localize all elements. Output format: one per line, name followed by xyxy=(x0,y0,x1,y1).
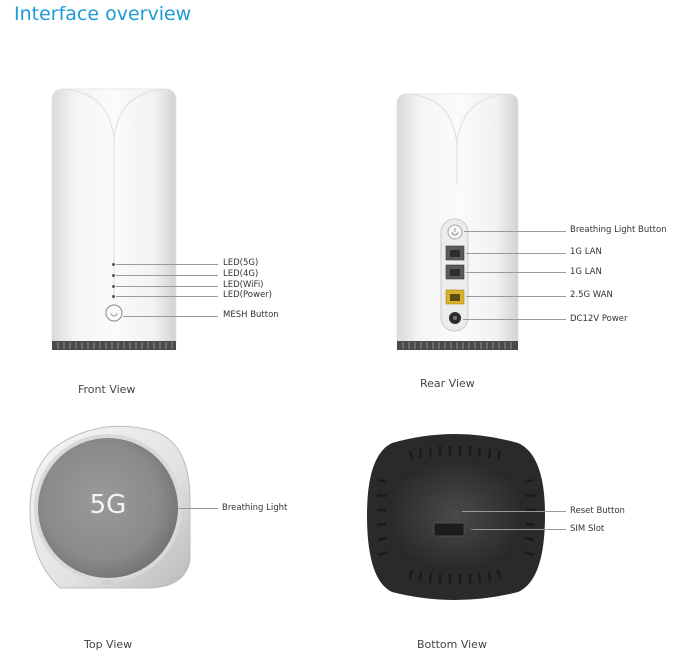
sim-slot-pointer xyxy=(470,528,473,531)
leader-line xyxy=(466,253,566,254)
top-view-caption: Top View xyxy=(84,638,133,651)
led-4g-indicator xyxy=(112,274,115,277)
led-5g-indicator xyxy=(112,263,115,266)
leader-line xyxy=(464,231,566,232)
leader-line xyxy=(463,319,566,320)
leader-line xyxy=(116,264,218,265)
label-led-power: LED(Power) xyxy=(223,290,272,300)
leader-line xyxy=(472,529,566,530)
top-view-device xyxy=(29,425,191,589)
leader-line xyxy=(116,286,218,287)
label-sim-slot: SIM Slot xyxy=(570,524,605,534)
label-breathing-light: Breathing Light xyxy=(222,503,288,513)
label-led-wifi: LED(WiFi) xyxy=(223,280,264,290)
label-2-5g-wan: 2.5G WAN xyxy=(570,290,613,300)
front-view-device xyxy=(51,88,177,350)
bottom-view-caption: Bottom View xyxy=(417,638,487,651)
label-1g-lan-2: 1G LAN xyxy=(570,267,602,277)
label-led-5g: LED(5G) xyxy=(223,258,259,268)
top-5g-badge: 5G xyxy=(89,490,127,520)
leader-line xyxy=(116,275,218,276)
label-reset-button: Reset Button xyxy=(570,506,625,516)
leader-line xyxy=(466,296,566,297)
leader-line xyxy=(178,508,218,509)
leader-line xyxy=(116,296,218,297)
leader-line xyxy=(462,511,566,512)
rear-view-caption: Rear View xyxy=(420,377,475,390)
label-dc12v-power: DC12V Power xyxy=(570,314,628,324)
label-breathing-light-button: Breathing Light Button xyxy=(570,225,667,235)
bottom-view-device xyxy=(367,434,545,600)
led-wifi-indicator xyxy=(112,285,115,288)
label-mesh-button: MESH Button xyxy=(223,310,279,320)
front-view-caption: Front View xyxy=(78,383,136,396)
label-led-4g: LED(4G) xyxy=(223,269,259,279)
rear-view-device xyxy=(396,93,519,350)
label-1g-lan-1: 1G LAN xyxy=(570,247,602,257)
led-power-indicator xyxy=(112,295,115,298)
leader-line xyxy=(466,272,566,273)
leader-line xyxy=(123,316,218,317)
page-title: Interface overview xyxy=(14,3,192,25)
